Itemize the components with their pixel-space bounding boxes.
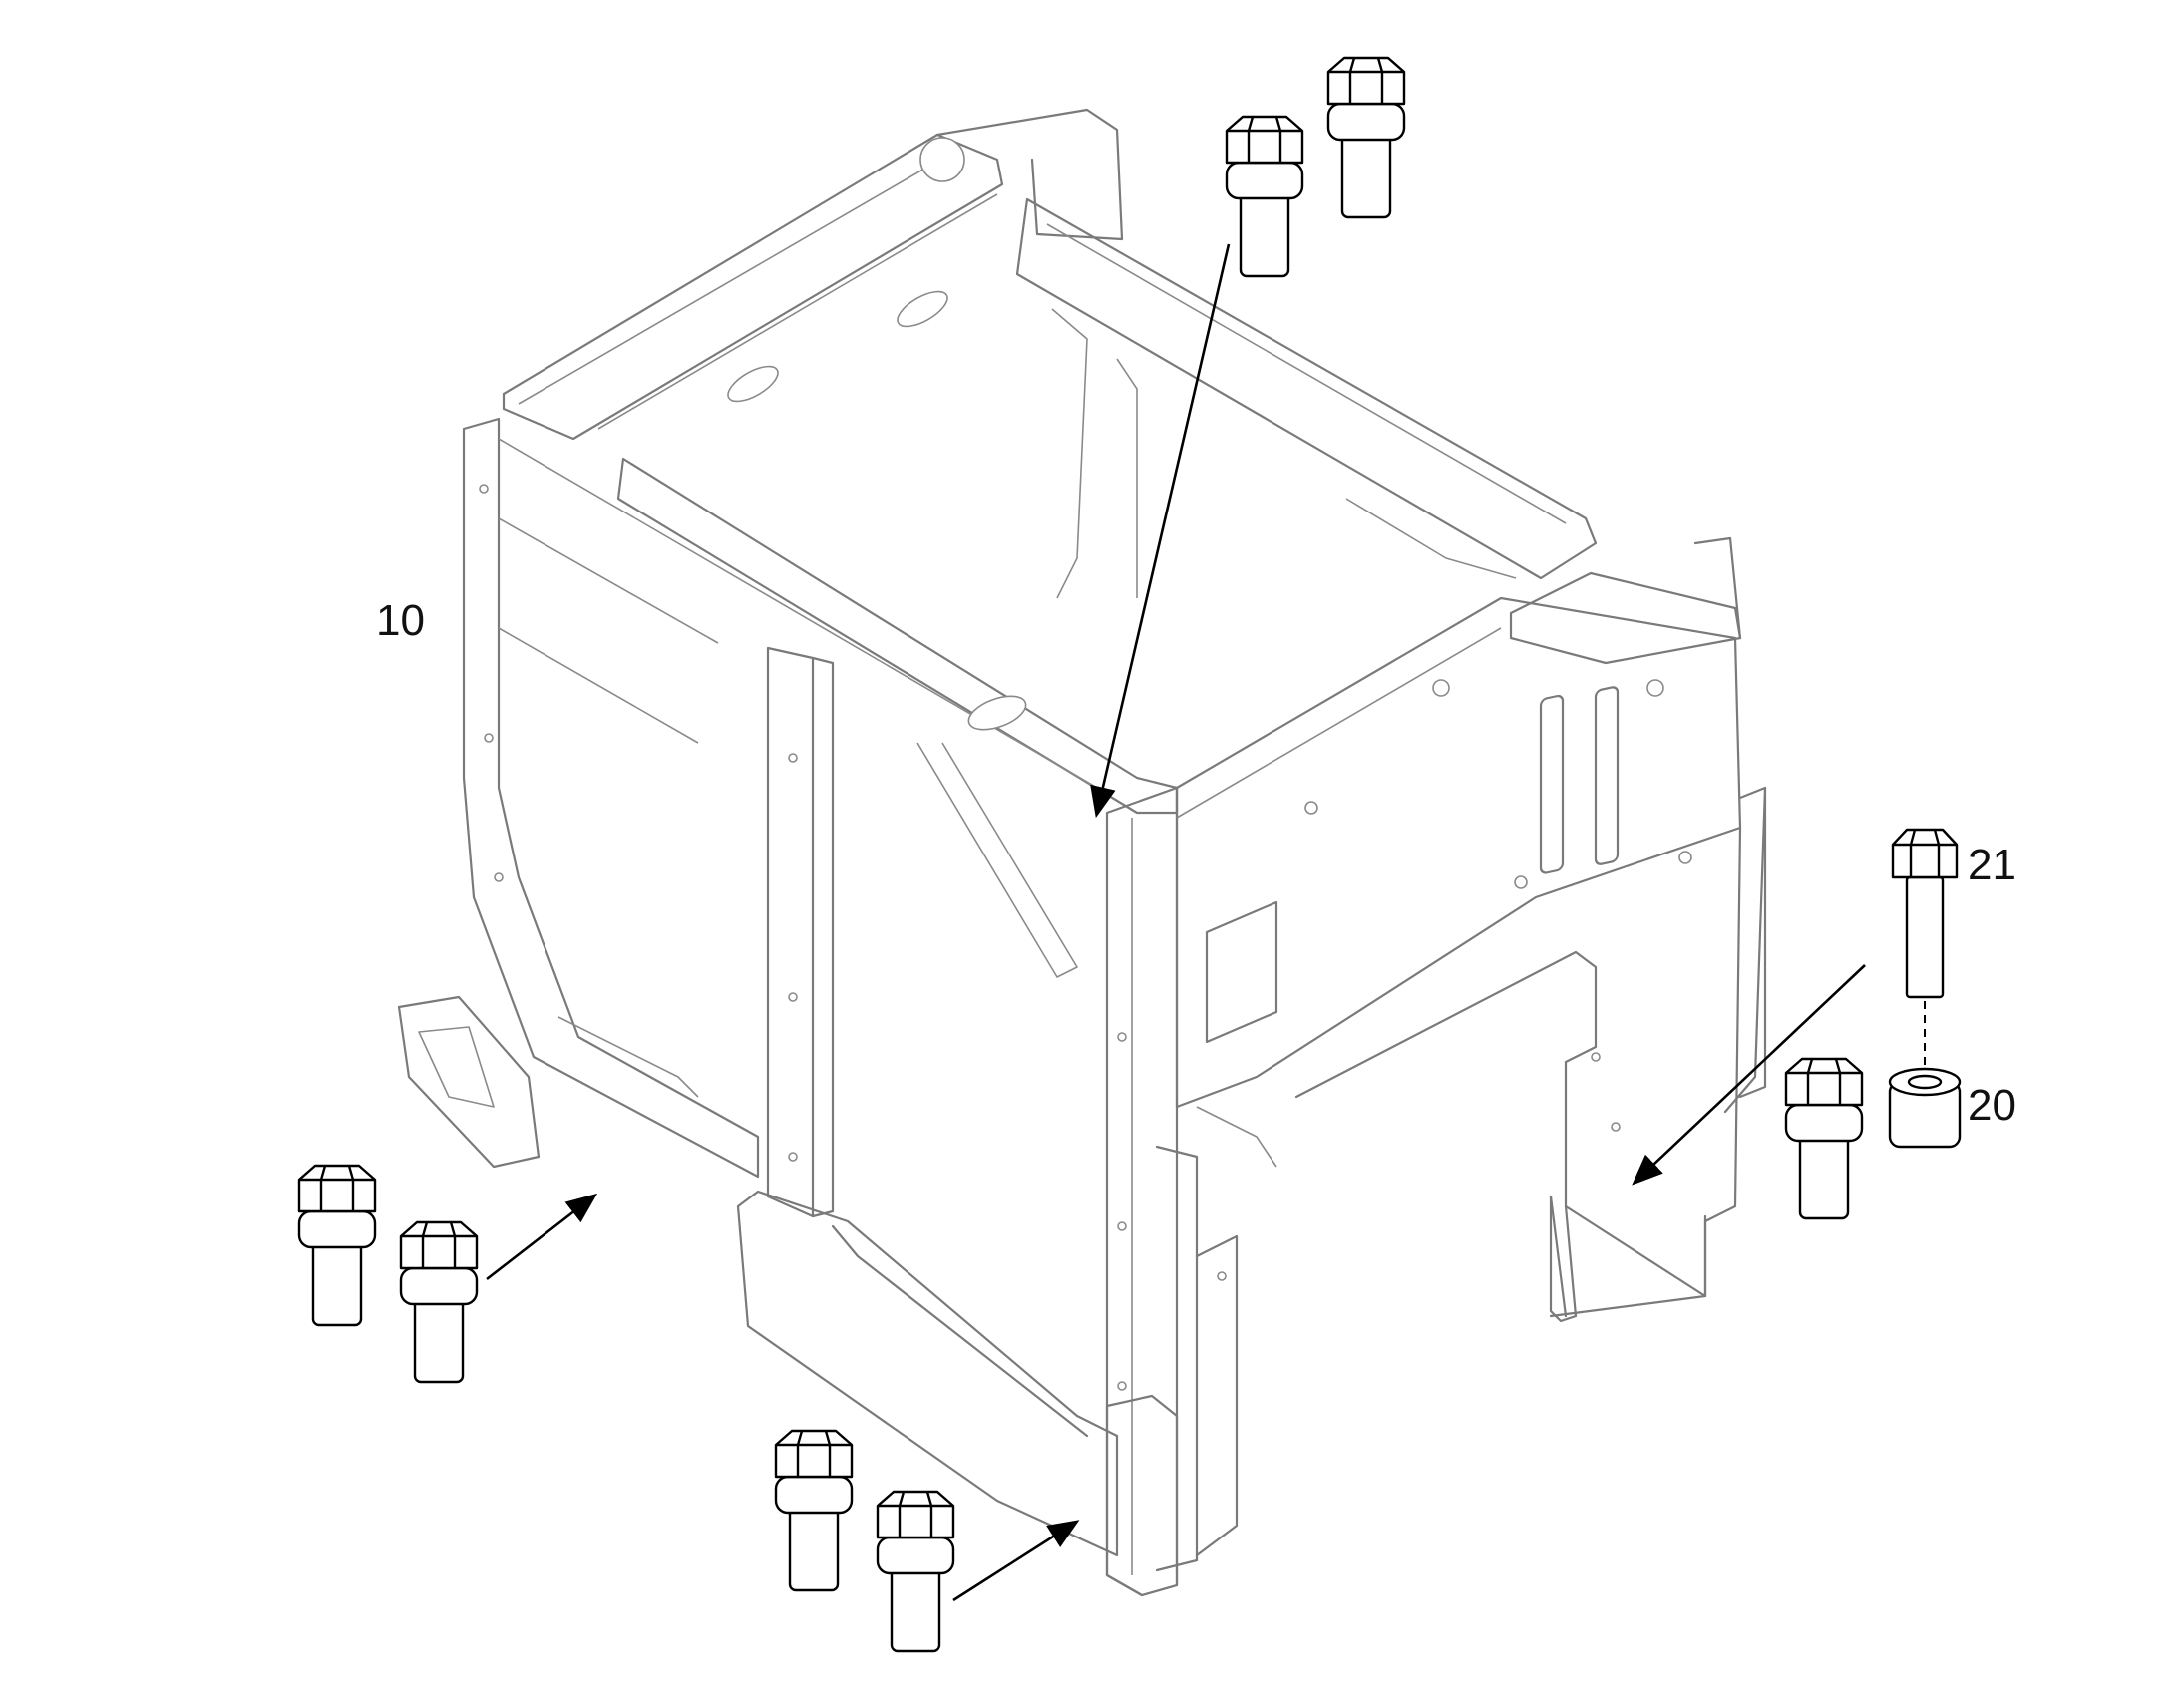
top-mount-bolt-left bbox=[1225, 115, 1304, 278]
callout-20: 20 bbox=[1968, 1081, 2016, 1130]
arrow-right-bolt bbox=[1632, 964, 1866, 1186]
arrow-left-bolts bbox=[486, 1193, 598, 1281]
arrow-bottom-bolts bbox=[952, 1520, 1080, 1602]
left-mount-bolt-inner bbox=[399, 1220, 479, 1384]
bottom-mount-bolt-left bbox=[774, 1429, 854, 1592]
hex-bolt-21 bbox=[1891, 828, 1959, 1069]
right-mount-bolt bbox=[1784, 1057, 1864, 1220]
callout-21: 21 bbox=[1968, 841, 2016, 889]
callout-10: 10 bbox=[376, 596, 425, 645]
cab-frame bbox=[397, 108, 1767, 1597]
bottom-mount-bolt-right bbox=[876, 1490, 955, 1653]
top-mount-bolt-right bbox=[1326, 56, 1406, 219]
arrow-top-bolts bbox=[1090, 243, 1231, 819]
spacer-20 bbox=[1888, 1067, 1962, 1149]
left-mount-bolt-outer bbox=[297, 1164, 377, 1327]
